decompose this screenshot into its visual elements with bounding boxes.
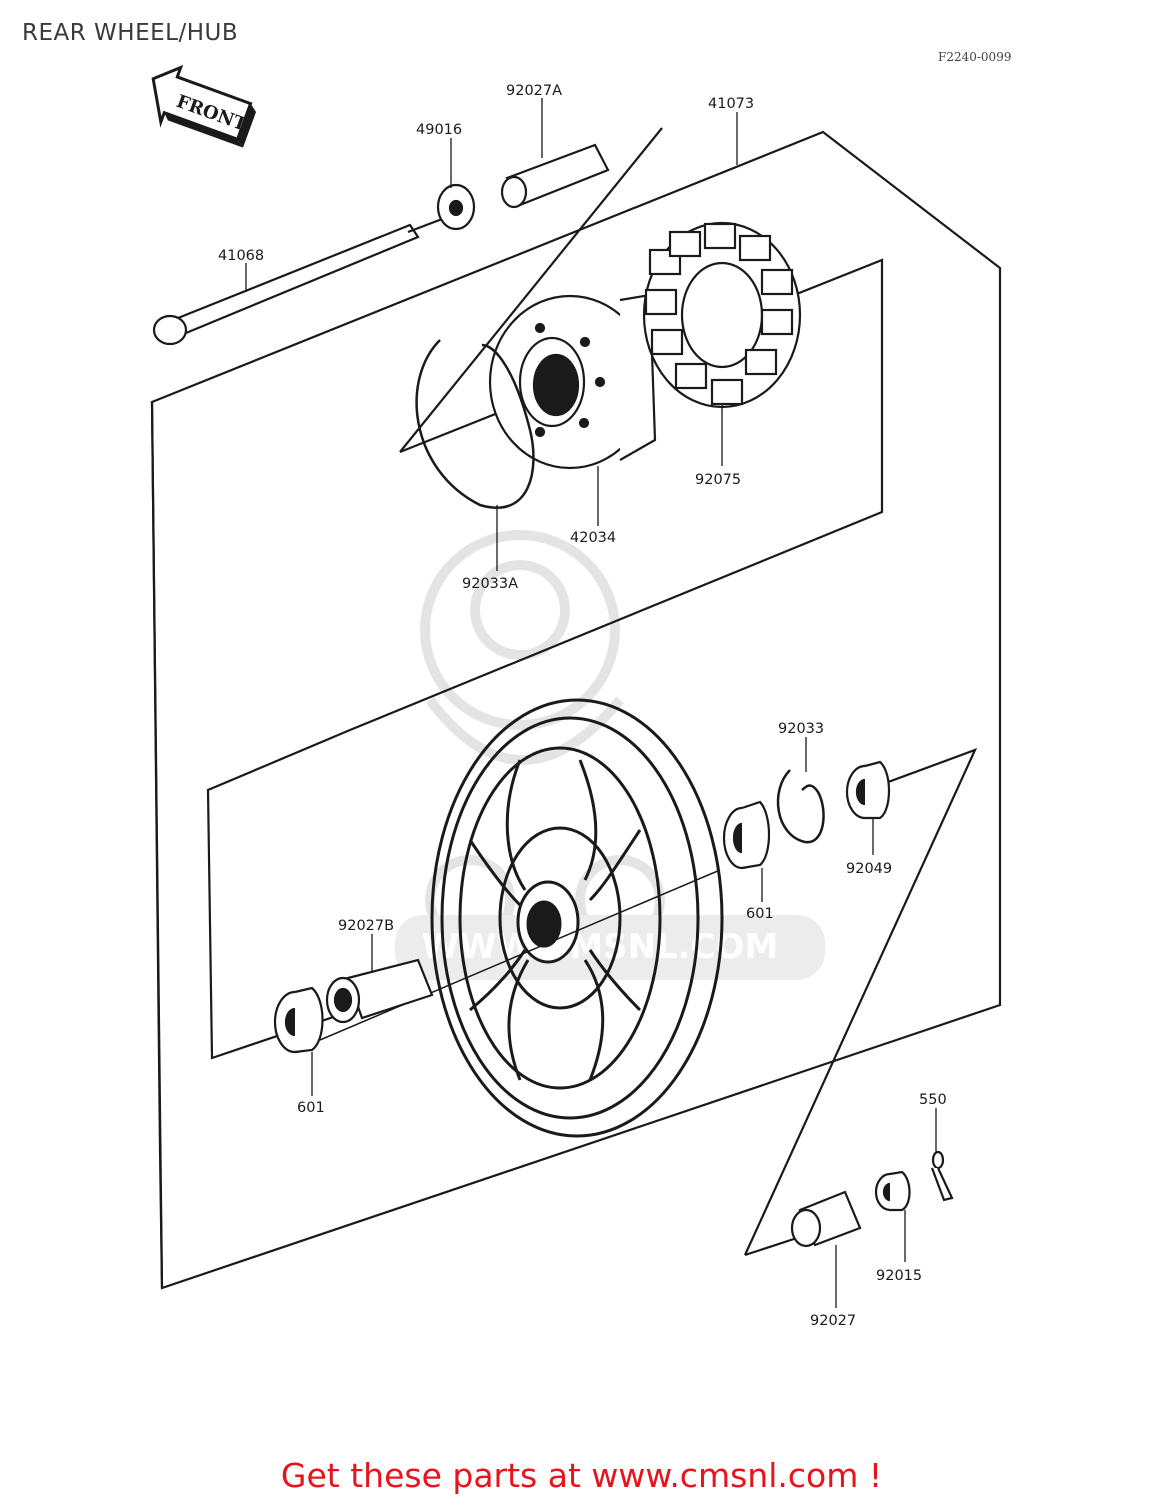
part-label-92015: 92015	[876, 1268, 922, 1284]
part-label-550: 550	[919, 1092, 947, 1108]
part-labels: 41073 92027A 49016 41068 92075 42034 920…	[218, 83, 947, 1329]
part-label-601-left: 601	[297, 1100, 325, 1116]
assembly-frame	[150, 127, 1002, 1290]
part-label-92027: 92027	[810, 1313, 856, 1329]
bearing-92049	[845, 760, 890, 820]
nut-92015	[874, 1170, 911, 1212]
part-label-92027A: 92027A	[506, 83, 562, 99]
washer-49016	[436, 183, 476, 231]
axle-41068	[152, 214, 451, 346]
page-title: REAR WHEEL/HUB	[22, 20, 239, 46]
leader-lines	[245, 98, 937, 1308]
part-label-601-right: 601	[746, 906, 774, 922]
collar-92027B	[325, 958, 434, 1024]
bearing-601-right	[722, 800, 770, 870]
figure-code: F2240-0099	[938, 50, 1012, 64]
collar-92027	[790, 1190, 862, 1248]
watermark-text: WWW.CMSNL.COM	[422, 927, 779, 967]
exploded-parts-diagram: WWW.CMSNL.COM FRONT	[150, 64, 1002, 1329]
wheel-rim	[430, 698, 724, 1138]
part-label-49016: 49016	[416, 122, 462, 138]
part-label-92033A: 92033A	[462, 576, 518, 592]
bearing-601-left	[273, 986, 324, 1054]
part-label-42034: 42034	[570, 530, 616, 546]
part-label-92075: 92075	[695, 472, 741, 488]
collar-92027A	[500, 143, 610, 209]
damper-92075	[642, 221, 802, 409]
axle-guideline	[319, 869, 721, 1041]
footer-cta-link[interactable]: Get these parts at www.cmsnl.com !	[280, 1456, 883, 1495]
part-label-41073: 41073	[708, 96, 754, 112]
part-label-92049: 92049	[846, 861, 892, 877]
part-label-92027B: 92027B	[338, 918, 394, 934]
part-label-92033: 92033	[778, 721, 824, 737]
circlip-92033A	[415, 339, 535, 509]
part-label-41068: 41068	[218, 248, 264, 264]
circlip-92033	[776, 769, 825, 844]
cotter-pin-550	[930, 1150, 954, 1202]
front-arrow-icon: FRONT	[151, 64, 257, 148]
